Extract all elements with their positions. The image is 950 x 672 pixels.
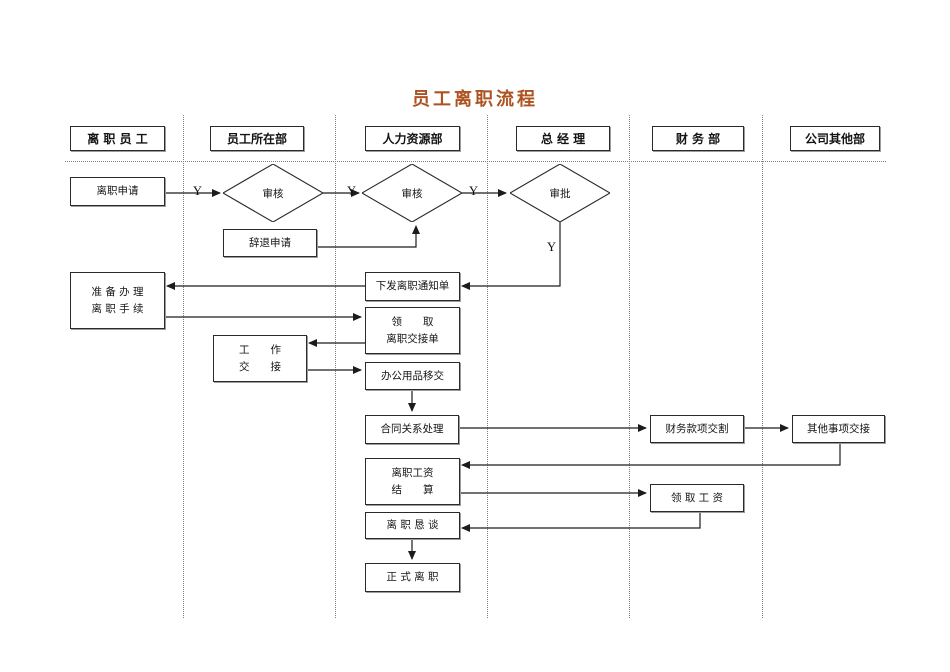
prepare-procedures-box: 准 备 办 理 离 职 手 续 bbox=[70, 272, 165, 329]
resignation-application-box: 离职申请 bbox=[70, 177, 165, 206]
office-supplies-box: 办公用品移交 bbox=[365, 362, 460, 390]
lane-divider bbox=[487, 115, 488, 618]
header-divider bbox=[65, 161, 886, 162]
node-label: 离职申请 bbox=[96, 185, 139, 197]
node-label: 下发离职通知单 bbox=[375, 280, 450, 292]
contract-handling-box: 合同关系处理 bbox=[365, 415, 459, 444]
node-label: 离 职 手 续 bbox=[91, 302, 144, 315]
formal-resignation-box: 正 式 离 职 bbox=[365, 563, 460, 592]
lane-header-general-manager: 总 经 理 bbox=[516, 126, 610, 151]
node-label: 领 取 工 资 bbox=[670, 491, 723, 504]
node-label: 离职交接单 bbox=[386, 332, 439, 345]
lane-divider bbox=[762, 115, 763, 618]
other-matters-box: 其他事项交接 bbox=[792, 415, 885, 443]
node-label: 辞退申请 bbox=[249, 236, 291, 249]
edge-label-y4: Y bbox=[547, 240, 557, 254]
lane-header-finance-department: 财 务 部 bbox=[652, 126, 744, 151]
salary-settlement-box: 离职工资 结 算 bbox=[365, 458, 460, 505]
edge-label-y3: Y bbox=[469, 184, 479, 198]
gm-approval-diamond: 审批 bbox=[510, 164, 610, 222]
collect-salary-box: 领 取 工 资 bbox=[650, 484, 744, 512]
node-label: 工 作 bbox=[239, 343, 281, 356]
edge-label-y2: Y bbox=[347, 184, 357, 198]
node-label: 办公用品移交 bbox=[381, 369, 444, 382]
node-label: 其他事项交接 bbox=[807, 422, 870, 435]
issue-notice-box: 下发离职通知单 bbox=[365, 272, 460, 301]
node-label: 合同关系处理 bbox=[380, 423, 444, 435]
node-label: 领 取 bbox=[391, 315, 434, 328]
node-label: 交 接 bbox=[239, 360, 281, 373]
node-label: 审核 bbox=[401, 187, 423, 200]
lane-header-other-departments: 公司其他部 bbox=[790, 126, 880, 151]
lane-header-hr-department: 人力资源部 bbox=[365, 126, 460, 151]
node-label: 准 备 办 理 bbox=[91, 285, 144, 298]
lane-header-departing-employee: 离 职 员 工 bbox=[70, 126, 165, 151]
node-label: 正 式 离 职 bbox=[386, 571, 439, 583]
node-label: 离 职 恳 谈 bbox=[386, 519, 439, 531]
node-label: 审批 bbox=[549, 187, 571, 200]
lane-divider bbox=[335, 115, 336, 618]
lane-divider bbox=[629, 115, 630, 618]
node-label: 离职工资 bbox=[391, 466, 434, 479]
hr-review-diamond: 审核 bbox=[362, 164, 462, 222]
dept-review-diamond: 审核 bbox=[223, 164, 323, 222]
node-label: 财务款项交割 bbox=[665, 422, 729, 435]
dismissal-application-box: 辞退申请 bbox=[223, 229, 317, 257]
edge-label-y1: Y bbox=[193, 184, 203, 198]
page-title: 员工离职流程 bbox=[412, 89, 538, 110]
lane-header-employee-department: 员工所在部 bbox=[210, 126, 304, 151]
work-handover-box: 工 作 交 接 bbox=[213, 335, 307, 382]
node-label: 审核 bbox=[262, 187, 284, 200]
lane-divider bbox=[183, 115, 184, 618]
finance-settlement-box: 财务款项交割 bbox=[650, 415, 744, 443]
node-label: 结 算 bbox=[391, 483, 434, 496]
exit-interview-box: 离 职 恳 谈 bbox=[365, 512, 460, 539]
handover-form-box: 领 取 离职交接单 bbox=[365, 307, 460, 354]
